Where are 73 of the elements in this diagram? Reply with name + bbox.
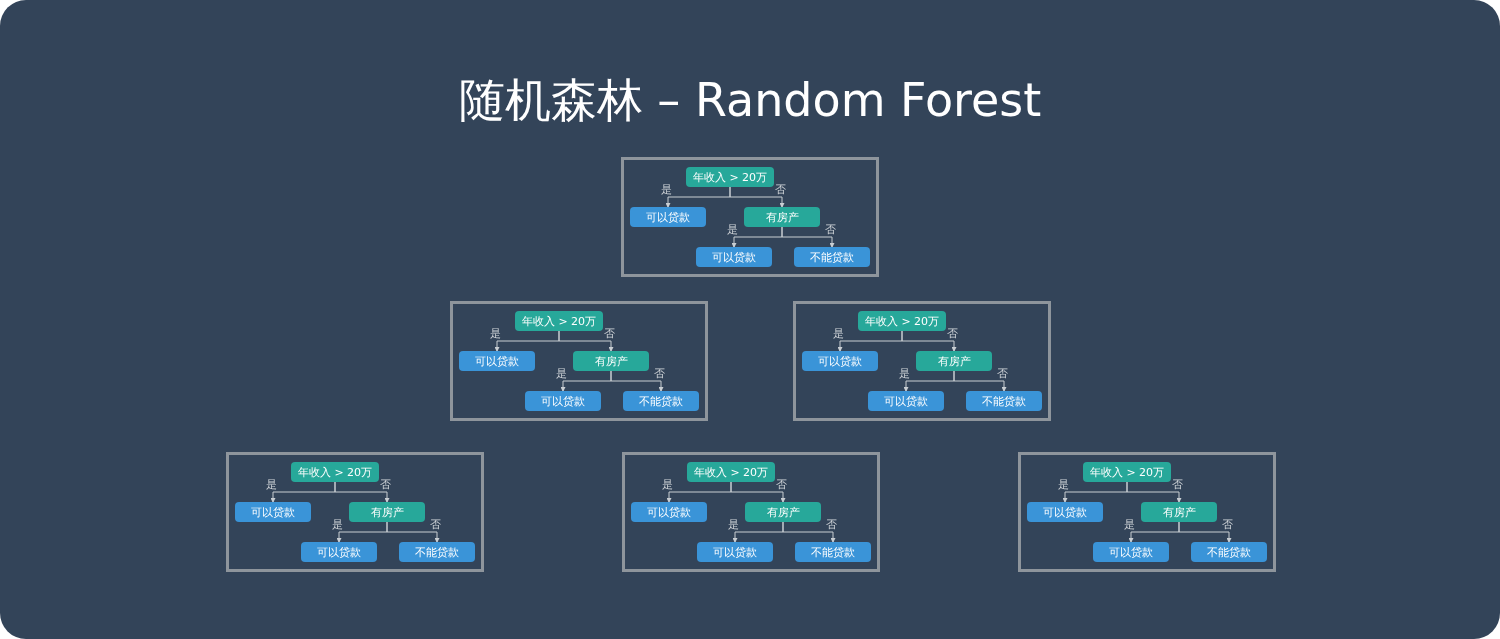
edge-label: 否 bbox=[653, 368, 666, 380]
condition-box: 年收入 > 20万 bbox=[858, 311, 946, 331]
result-box: 不能贷款 bbox=[399, 542, 475, 562]
edge-label: 否 bbox=[379, 479, 392, 491]
edge-label: 是 bbox=[660, 184, 673, 196]
condition-box: 年收入 > 20万 bbox=[686, 167, 774, 187]
edge-label: 否 bbox=[1221, 519, 1234, 531]
edge-label: 否 bbox=[824, 224, 837, 236]
result-box: 可以贷款 bbox=[630, 207, 706, 227]
edge-label: 是 bbox=[832, 328, 845, 340]
tree-frame bbox=[450, 301, 708, 421]
tree-frame bbox=[622, 452, 880, 572]
edge-label: 是 bbox=[331, 519, 344, 531]
result-box: 可以贷款 bbox=[696, 247, 772, 267]
result-box: 可以贷款 bbox=[301, 542, 377, 562]
edge-label: 否 bbox=[825, 519, 838, 531]
result-box: 可以贷款 bbox=[525, 391, 601, 411]
edge-label: 否 bbox=[1171, 479, 1184, 491]
condition-box: 有房产 bbox=[744, 207, 820, 227]
condition-box: 有房产 bbox=[916, 351, 992, 371]
condition-box: 年收入 > 20万 bbox=[291, 462, 379, 482]
tree-frame bbox=[621, 157, 879, 277]
edge-label: 否 bbox=[775, 479, 788, 491]
title: 随机森林 – Random Forest bbox=[457, 72, 1043, 129]
result-box: 可以贷款 bbox=[868, 391, 944, 411]
edge-label: 是 bbox=[727, 519, 740, 531]
edge-label: 否 bbox=[996, 368, 1009, 380]
arrow bbox=[386, 521, 440, 543]
arrow bbox=[781, 226, 835, 248]
result-box: 可以贷款 bbox=[1093, 542, 1169, 562]
edge-label: 是 bbox=[265, 479, 278, 491]
tree-frame bbox=[793, 301, 1051, 421]
result-box: 可以贷款 bbox=[1027, 502, 1103, 522]
result-box: 可以贷款 bbox=[631, 502, 707, 522]
result-box: 可以贷款 bbox=[235, 502, 311, 522]
result-box: 不能贷款 bbox=[1191, 542, 1267, 562]
condition-box: 年收入 > 20万 bbox=[687, 462, 775, 482]
result-box: 不能贷款 bbox=[795, 542, 871, 562]
condition-box: 年收入 > 20万 bbox=[515, 311, 603, 331]
edge-label: 否 bbox=[603, 328, 616, 340]
edge-label: 否 bbox=[429, 519, 442, 531]
edge-label: 是 bbox=[489, 328, 502, 340]
edge-label: 否 bbox=[946, 328, 959, 340]
result-box: 不能贷款 bbox=[623, 391, 699, 411]
result-box: 不能贷款 bbox=[794, 247, 870, 267]
edge-label: 否 bbox=[774, 184, 787, 196]
arrow bbox=[558, 330, 614, 352]
tree-frame bbox=[1018, 452, 1276, 572]
edge-label: 是 bbox=[1057, 479, 1070, 491]
arrow bbox=[953, 370, 1007, 392]
arrow bbox=[729, 186, 785, 208]
arrow bbox=[1126, 481, 1182, 503]
result-box: 可以贷款 bbox=[459, 351, 535, 371]
edge-label: 是 bbox=[661, 479, 674, 491]
arrow bbox=[730, 481, 786, 503]
edge-label: 是 bbox=[555, 368, 568, 380]
edge-label: 是 bbox=[726, 224, 739, 236]
result-box: 可以贷款 bbox=[697, 542, 773, 562]
arrow bbox=[334, 481, 390, 503]
condition-box: 有房产 bbox=[349, 502, 425, 522]
edge-label: 是 bbox=[1123, 519, 1136, 531]
result-box: 可以贷款 bbox=[802, 351, 878, 371]
condition-box: 有房产 bbox=[573, 351, 649, 371]
arrow bbox=[901, 330, 957, 352]
arrow bbox=[782, 521, 836, 543]
result-box: 不能贷款 bbox=[966, 391, 1042, 411]
condition-box: 有房产 bbox=[745, 502, 821, 522]
tree-frame bbox=[226, 452, 484, 572]
arrow bbox=[610, 370, 664, 392]
condition-box: 有房产 bbox=[1141, 502, 1217, 522]
arrow bbox=[1178, 521, 1232, 543]
edge-label: 是 bbox=[898, 368, 911, 380]
condition-box: 年收入 > 20万 bbox=[1083, 462, 1171, 482]
